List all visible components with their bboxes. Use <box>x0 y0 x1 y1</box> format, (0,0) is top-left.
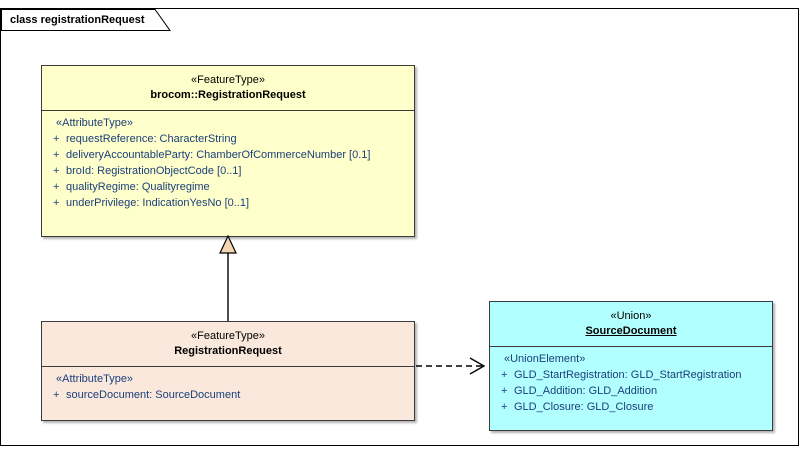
attributes-compartment: «UnionElement» + GLD_StartRegistration: … <box>490 345 772 421</box>
class-header: «FeatureType» brocom::RegistrationReques… <box>42 66 414 110</box>
class-box-brocom-registration-request[interactable]: «FeatureType» brocom::RegistrationReques… <box>41 65 415 237</box>
attribute-text: requestReference: CharacterString <box>66 132 237 145</box>
compartment-stereotype: «AttributeType» <box>56 372 134 385</box>
attribute-visibility: + <box>501 384 508 397</box>
attribute-text: deliveryAccountableParty: ChamberOfComme… <box>66 148 371 161</box>
attribute-text: qualityRegime: Qualityregime <box>66 180 210 193</box>
attribute-text: GLD_Addition: GLD_Addition <box>514 384 658 397</box>
attribute-visibility: + <box>53 132 60 145</box>
attribute-visibility: + <box>53 164 60 177</box>
compartment-stereotype: «UnionElement» <box>504 352 586 365</box>
class-header: «FeatureType» RegistrationRequest <box>42 322 414 366</box>
attribute-row[interactable]: + underPrivilege: IndicationYesNo [0..1] <box>46 195 410 211</box>
attribute-visibility: + <box>501 400 508 413</box>
attribute-text: GLD_Closure: GLD_Closure <box>514 400 654 413</box>
attribute-row[interactable]: + sourceDocument: SourceDocument <box>46 387 410 403</box>
compartment-stereotype: «AttributeType» <box>56 116 134 129</box>
attribute-visibility: + <box>53 148 60 161</box>
hollow-triangle-arrowhead <box>219 234 237 254</box>
class-name: SourceDocument <box>585 325 677 338</box>
attribute-visibility: + <box>501 368 508 381</box>
attribute-row[interactable]: + deliveryAccountableParty: ChamberOfCom… <box>46 147 410 163</box>
attributes-compartment: «AttributeType» + sourceDocument: Source… <box>42 365 414 409</box>
attribute-row[interactable]: + GLD_Closure: GLD_Closure <box>494 399 768 415</box>
diagram-frame: class registrationRequest «FeatureType» … <box>0 8 799 446</box>
class-name: RegistrationRequest <box>174 345 282 358</box>
attribute-text: sourceDocument: SourceDocument <box>66 388 241 401</box>
attribute-row[interactable]: + qualityRegime: Qualityregime <box>46 179 410 195</box>
title-tab-shape <box>1 9 171 31</box>
attributes-compartment: «AttributeType» + requestReference: Char… <box>42 109 414 217</box>
class-stereotype: «Union» <box>610 310 652 322</box>
class-box-registration-request[interactable]: «FeatureType» RegistrationRequest «Attri… <box>41 321 415 421</box>
attribute-visibility: + <box>53 180 60 193</box>
attribute-visibility: + <box>53 196 60 209</box>
class-stereotype: «FeatureType» <box>191 74 265 86</box>
class-header: «Union» SourceDocument <box>490 302 772 346</box>
generalization-connector <box>219 234 237 321</box>
class-name: brocom::RegistrationRequest <box>150 89 306 102</box>
class-stereotype: «FeatureType» <box>191 330 265 342</box>
diagram-title-label: class registrationRequest <box>10 14 145 26</box>
dependency-connector <box>416 357 486 375</box>
attribute-text: broId: RegistrationObjectCode [0..1] <box>66 164 242 177</box>
attribute-row[interactable]: + broId: RegistrationObjectCode [0..1] <box>46 163 410 179</box>
attribute-row[interactable]: + requestReference: CharacterString <box>46 131 410 147</box>
attribute-text: GLD_StartRegistration: GLD_StartRegistra… <box>514 368 742 381</box>
class-box-source-document[interactable]: «Union» SourceDocument «UnionElement» + … <box>489 301 773 431</box>
attribute-row[interactable]: + GLD_StartRegistration: GLD_StartRegist… <box>494 367 768 383</box>
diagram-title-tab: class registrationRequest <box>1 9 171 31</box>
attribute-visibility: + <box>53 388 60 401</box>
attribute-row[interactable]: + GLD_Addition: GLD_Addition <box>494 383 768 399</box>
open-arrowhead <box>469 357 486 375</box>
attribute-text: underPrivilege: IndicationYesNo [0..1] <box>66 196 250 209</box>
